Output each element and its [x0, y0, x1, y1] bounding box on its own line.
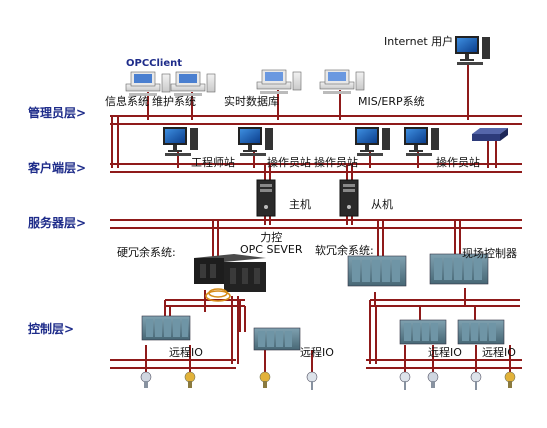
hw-redundant-plc-rack — [194, 254, 266, 292]
remote-io-rack-3 — [399, 319, 447, 345]
field-sensor-icon — [470, 371, 482, 390]
layer-label-control: 控制层> — [28, 322, 75, 336]
sw-redundant-plc-rack-2 — [429, 253, 489, 285]
remote-io-label-1: 远程IO — [169, 346, 203, 359]
sw-redundancy-label: 软冗余系统: — [315, 244, 374, 257]
crt-computer-info — [125, 71, 171, 96]
remote-io-label-3: 远程IO — [428, 346, 462, 359]
field-transmitter-icon — [259, 371, 271, 388]
bus-lines — [110, 115, 522, 369]
crt-computer-maintenance — [170, 71, 216, 96]
slave-server-label: 从机 — [371, 198, 393, 211]
crt-computer-mis-erp — [319, 69, 365, 94]
server-tower-master — [256, 179, 276, 217]
opc-client-label: OPCClient — [126, 58, 183, 69]
remote-io-rack-1 — [141, 315, 191, 341]
hw-redundancy-label: 硬冗余系统: — [117, 246, 176, 259]
layer-label-server: 服务器层> — [28, 216, 87, 230]
lcd-computer-operator-1 — [238, 127, 273, 156]
layer-label-admin: 管理员层> — [28, 106, 87, 120]
maintenance-system-label: 维护系统 — [152, 95, 196, 108]
lcd-computer-internet — [455, 36, 490, 65]
remote-io-label-4: 远程IO — [482, 346, 516, 359]
mis-erp-label: MIS/ERP系统 — [358, 95, 425, 108]
fiber-cable-coil — [205, 288, 231, 302]
field-transmitter-icon — [184, 371, 196, 388]
master-server-label: 主机 — [289, 198, 311, 211]
operator-station-label-3: 操作员站 — [436, 156, 480, 169]
field-sensor-icon — [399, 371, 411, 390]
field-transmitter-icon — [504, 371, 516, 388]
lcd-computer-engineer — [163, 127, 198, 156]
operator-station-label-2: 操作员站 — [314, 156, 358, 169]
sw-redundant-plc-rack-1 — [347, 255, 407, 287]
realtime-db-label: 实时数据库 — [224, 95, 279, 108]
internet-user-label: Internet 用户 — [384, 35, 454, 48]
field-controller-label: 现场控制器 — [462, 247, 517, 260]
lcd-computer-operator-2 — [355, 127, 390, 156]
layer-label-client: 客户端层> — [28, 161, 87, 175]
engineer-station-label: 工程师站 — [191, 156, 235, 169]
lcd-computer-operator-3 — [404, 127, 439, 156]
server-tower-slave — [339, 179, 359, 217]
remote-io-rack-4 — [457, 319, 505, 345]
info-system-label: 信息系统 — [105, 95, 149, 108]
remote-io-rack-2 — [253, 327, 301, 351]
field-valve-icon — [140, 371, 152, 388]
field-sensor-icon — [306, 371, 318, 390]
operator-station-label-1: 操作员站 — [267, 156, 311, 169]
crt-computer-realtime-db — [256, 69, 302, 94]
remote-io-label-2: 远程IO — [300, 346, 334, 359]
network-switch-icon — [472, 128, 508, 141]
field-valve-icon — [427, 371, 439, 388]
liko-opc-server-label: 力控 OPC SEVER — [240, 231, 303, 256]
